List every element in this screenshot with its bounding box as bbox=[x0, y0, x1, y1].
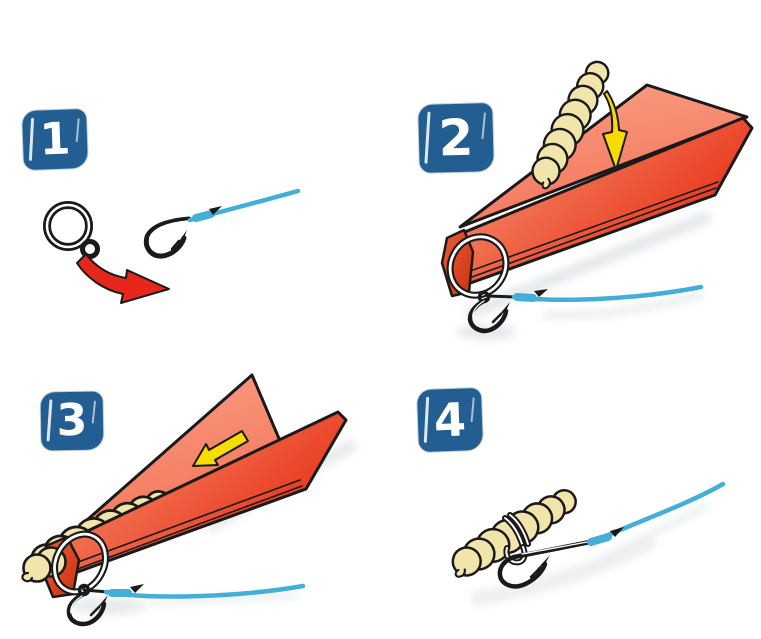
step-1-number: 1 bbox=[38, 112, 72, 166]
step-2-badge: 2 bbox=[418, 103, 494, 173]
step-3-illustration bbox=[21, 373, 357, 627]
fishing-line bbox=[187, 188, 301, 223]
hook-icon bbox=[143, 216, 192, 259]
slide-arrow-icon bbox=[192, 430, 249, 467]
step-4-number: 4 bbox=[433, 392, 467, 448]
step-3-badge: 3 bbox=[40, 391, 104, 451]
step-4-illustration bbox=[443, 480, 726, 606]
step-1-badge: 1 bbox=[21, 108, 89, 171]
fishing-line bbox=[587, 481, 726, 546]
bait-trough-illustration bbox=[440, 83, 754, 298]
step-2-illustration bbox=[440, 54, 754, 340]
step-2-number: 2 bbox=[437, 108, 475, 168]
ring-on-trough-tip bbox=[51, 530, 109, 596]
maggot-head-through-ring bbox=[21, 546, 67, 583]
banded-maggot-on-hook-illustration bbox=[443, 480, 602, 589]
hook-icon bbox=[467, 290, 518, 334]
step-1-illustration bbox=[43, 188, 301, 304]
soft-shadows bbox=[470, 502, 710, 606]
transfer-arrow-icon bbox=[76, 253, 170, 304]
fishing-line bbox=[103, 583, 306, 599]
drop-arrow-icon bbox=[602, 90, 628, 171]
step-4-badge: 4 bbox=[416, 387, 484, 453]
fishing-line bbox=[511, 284, 704, 302]
step-3-number: 3 bbox=[56, 394, 88, 447]
ring-on-trough-tip bbox=[446, 233, 510, 299]
bait-band-ring-icon bbox=[43, 201, 100, 259]
